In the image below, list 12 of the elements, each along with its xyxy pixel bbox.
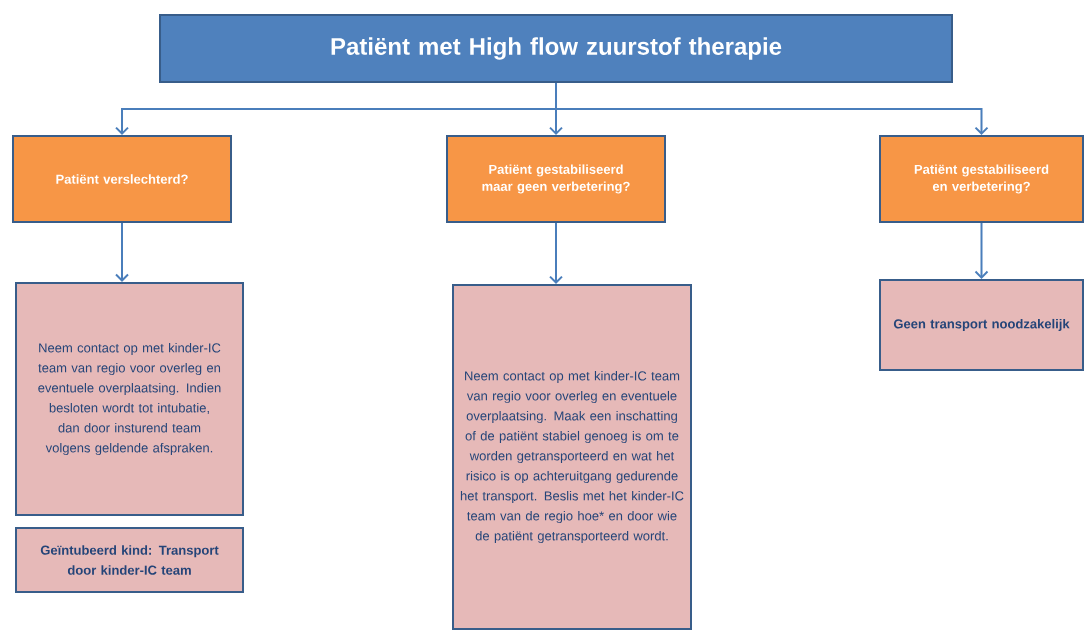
action-box: Neem contact op met kinder-IC team van regio voor overleg en eventuele overplaatsing. Maak een inschatting of de patiënt stabiel genoeg is om te worden getransporteerd en wat het risico is op achteruitgang gedurende het transport. Beslis met het kinder-IC team van de regio hoe* en door wie de patiënt getransporteerd wordt. <box>452 284 692 630</box>
title-box: Patiënt met High flow zuurstof therapie <box>159 14 953 83</box>
question-box: Patiënt verslechterd? <box>12 135 232 223</box>
action-box: Geen transport noodzakelijk <box>879 279 1084 371</box>
action-box: Geïntubeerd kind: Transport door kinder-IC team <box>15 527 244 593</box>
action-box: Neem contact op met kinder-IC team van regio voor overleg en eventuele overplaatsing. Indien besloten wordt tot intubatie, dan door insturend team volgens geldende afspraken. <box>15 282 244 516</box>
question-box: Patiënt gestabiliseerd maar geen verbetering? <box>446 135 666 223</box>
arrow <box>115 222 129 282</box>
arrow <box>974 222 989 279</box>
arrow <box>549 222 563 284</box>
arrow <box>555 82 989 135</box>
question-box: Patiënt gestabiliseerd en verbetering? <box>879 135 1084 223</box>
